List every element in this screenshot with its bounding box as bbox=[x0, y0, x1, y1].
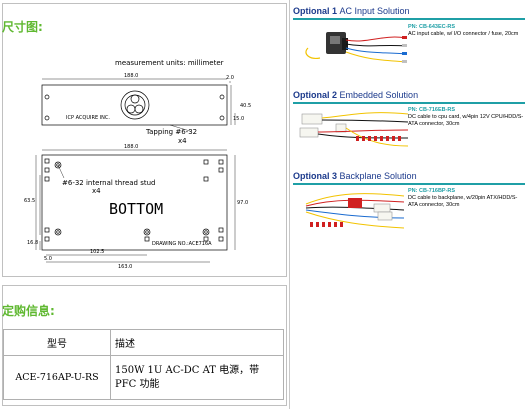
right-panel: Optional 1 AC Input Solution PN: CB-643E… bbox=[290, 0, 530, 409]
bottom-dim-inner-height: 63.5 bbox=[24, 198, 35, 204]
option-2-pn: PN: CB-716EB-RS bbox=[408, 107, 456, 113]
bottom-view bbox=[35, 149, 236, 263]
row-model: ACE-716AP-U-RS bbox=[3, 355, 111, 400]
order-table: 型号 描述 ACE-716AP-U-RS 150W 1U AC-DC AT 电源… bbox=[3, 329, 284, 400]
stud-count: x4 bbox=[92, 187, 101, 195]
top-dim-width: 188.0 bbox=[124, 73, 138, 79]
embedded-cable-image bbox=[299, 112, 409, 147]
option-1-prefix: Optional 1 bbox=[293, 6, 340, 16]
option-3-desc: DC cable to backplane, w/20pin ATX/HDD/S… bbox=[408, 195, 518, 208]
table-header-row: 型号 描述 bbox=[3, 329, 284, 356]
bottom-dim-edge: 5.0 bbox=[44, 256, 52, 262]
top-view bbox=[41, 78, 236, 132]
dimension-drawing: measurement units: millimeter 188.0 2.0 … bbox=[24, 59, 251, 270]
drawing-number: DRAWING NO.:ACE716A bbox=[152, 241, 212, 247]
ac-input-cable-image bbox=[305, 32, 407, 63]
option-2-name: Embedded Solution bbox=[339, 90, 419, 100]
brand-label: ICP ACQUIRE INC. bbox=[66, 115, 110, 121]
row-desc: 150W 1U AC-DC AT 电源，带PFC 功能 bbox=[110, 355, 284, 400]
bottom-dim-hole-total: 163.0 bbox=[118, 264, 132, 270]
tapping-count: x4 bbox=[178, 137, 187, 145]
bottom-dim-height: 97.0 bbox=[237, 200, 248, 206]
option-2-bar bbox=[293, 102, 525, 104]
option-2-prefix: Optional 2 bbox=[293, 90, 340, 100]
bottom-title: BOTTOM bbox=[109, 200, 163, 218]
option-2-desc: DC cable to cpu card, w/4pin 12V CPU/HDD… bbox=[408, 114, 524, 127]
left-panel: 尺寸图: measurement units: millimeter 188.0… bbox=[2, 0, 290, 409]
top-dim-gap: 2.0 bbox=[226, 75, 234, 81]
header-desc: 描述 bbox=[110, 329, 284, 356]
backplane-cable-image bbox=[305, 193, 405, 229]
bottom-dim-hole-span: 102.5 bbox=[90, 249, 104, 255]
dimension-box bbox=[2, 3, 287, 277]
option-3-prefix: Optional 3 bbox=[293, 171, 340, 181]
bottom-dim-width: 188.0 bbox=[124, 144, 138, 150]
option-1-pn: PN: CB-643EC-RS bbox=[408, 24, 456, 30]
option-1-title: Optional 1 AC Input Solution bbox=[293, 6, 410, 16]
option-3-pn: PN: CB-716BP-RS bbox=[408, 188, 456, 194]
tapping-label: Tapping #6-32 bbox=[145, 128, 197, 136]
stud-label: #6-32 internal thread stud bbox=[62, 179, 156, 187]
header-model: 型号 bbox=[3, 329, 111, 356]
top-dim-height: 40.5 bbox=[240, 103, 251, 109]
option-1-bar bbox=[293, 18, 525, 20]
bottom-dim-offset: 16.8 bbox=[27, 240, 38, 246]
units-label: measurement units: millimeter bbox=[115, 59, 224, 67]
top-dim-offset: 15.0 bbox=[233, 116, 244, 122]
option-1-name: AC Input Solution bbox=[339, 6, 410, 16]
order-heading: 定购信息: bbox=[2, 304, 55, 318]
dimension-heading: 尺寸图: bbox=[2, 20, 43, 34]
option-3-bar bbox=[293, 183, 525, 185]
option-2-title: Optional 2 Embedded Solution bbox=[293, 90, 418, 100]
table-row: ACE-716AP-U-RS 150W 1U AC-DC AT 电源，带PFC … bbox=[3, 355, 284, 400]
option-3-name: Backplane Solution bbox=[339, 171, 417, 181]
option-3-title: Optional 3 Backplane Solution bbox=[293, 171, 417, 181]
option-1-desc: AC input cable, w/ I/O connector / fuse,… bbox=[408, 31, 519, 37]
order-box bbox=[2, 285, 287, 406]
